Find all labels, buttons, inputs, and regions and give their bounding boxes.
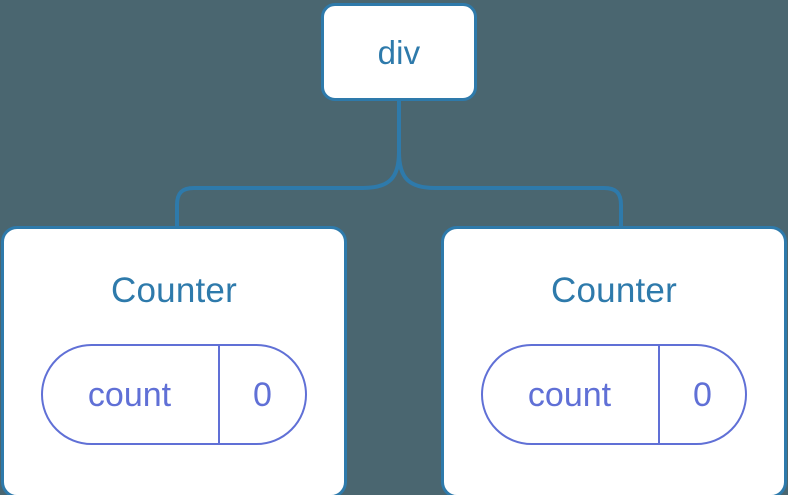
node-counter-right[interactable]: Counter count 0 — [441, 226, 787, 495]
state-key-left: count — [87, 375, 172, 414]
state-key-right: count — [527, 375, 612, 414]
connector-root-to-left-counter — [175, 99, 401, 229]
connector-root-to-right-counter — [397, 99, 623, 229]
state-pill-right[interactable]: count 0 — [481, 344, 747, 445]
node-div-label: div — [377, 33, 421, 71]
state-value-left: 0 — [218, 346, 305, 443]
node-div[interactable]: div — [321, 3, 477, 101]
node-counter-right-label: Counter — [551, 271, 677, 310]
state-value-right: 0 — [658, 346, 745, 443]
node-counter-left[interactable]: Counter count 0 — [1, 226, 347, 495]
node-counter-left-label: Counter — [111, 271, 237, 310]
state-pill-left[interactable]: count 0 — [41, 344, 307, 445]
